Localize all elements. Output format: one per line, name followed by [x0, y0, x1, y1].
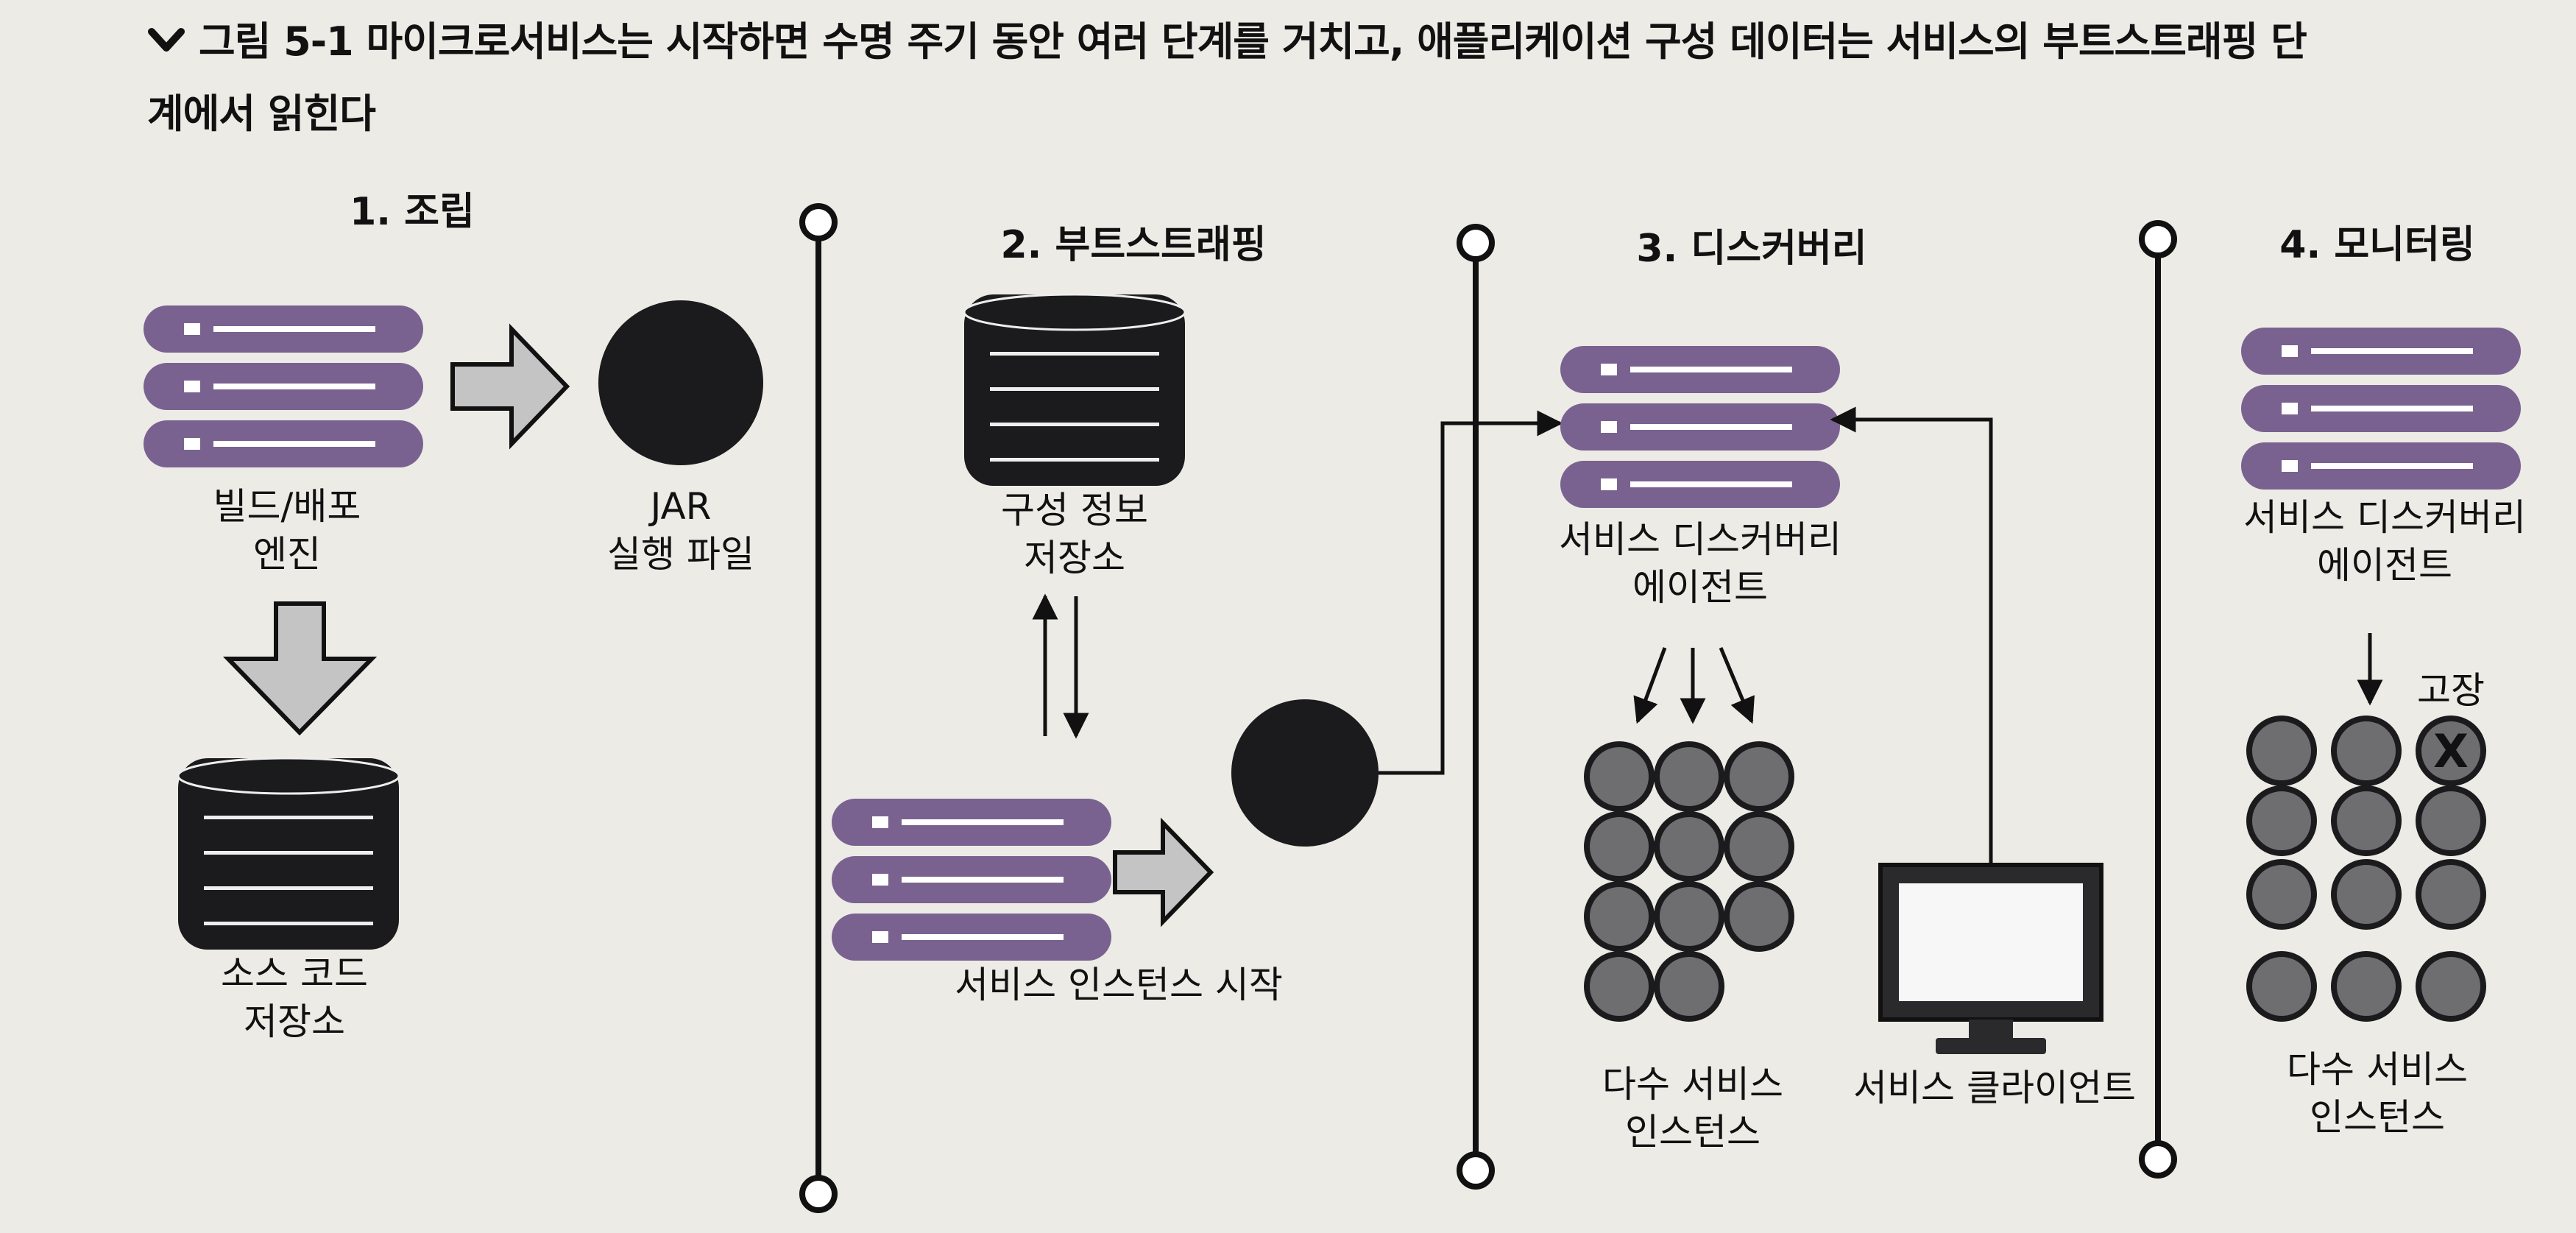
monitoring-agent-label-2: 에이전트	[2317, 544, 2452, 587]
figure-caption: 그림 5-1 마이크로서비스는 시작하면 수명 주기 동안 여러 단계를 거치고…	[147, 6, 2466, 150]
monitoring-instances-label-2: 인스턴스	[2310, 1096, 2445, 1139]
caption-line-2: 계에서 읽힌다	[147, 91, 376, 137]
discovery-instances-label-2: 인스턴스	[1625, 1111, 1761, 1153]
failure-mark: X	[2433, 724, 2469, 778]
caption-line-1: 마이크로서비스는 시작하면 수명 주기 동안 여러 단계를 거치고, 애플리케이…	[366, 18, 2307, 65]
build-engine-label-2: 엔진	[253, 533, 321, 576]
failure-label: 고장	[2417, 669, 2485, 712]
caption-prefix: 그림 5-1	[199, 18, 354, 65]
stage-title-assembly: 1. 조립	[350, 190, 475, 234]
service-start-label: 서비스 인스턴스 시작	[955, 964, 1283, 1006]
monitoring-instances-label-1: 다수 서비스	[2287, 1048, 2468, 1091]
discovery-agent-label-1: 서비스 디스커버리	[1559, 518, 1841, 561]
build-engine-server-icon	[144, 305, 423, 467]
source-repo-label-1: 소스 코드	[221, 953, 368, 995]
discovery-instances-label-1: 다수 서비스	[1602, 1063, 1783, 1106]
discovery-agent-label-2: 에이전트	[1632, 566, 1768, 609]
client-lookup-arrow	[1830, 406, 1993, 865]
phase-divider-1	[799, 203, 838, 1213]
monitoring-agent-server-icon	[2241, 328, 2521, 490]
source-repo-label-2: 저장소	[244, 1000, 345, 1043]
stage-title-monitoring: 4. 모니터링	[2279, 223, 2475, 267]
build-engine-label-1: 빌드/배포	[213, 485, 361, 528]
config-repo-database-icon	[963, 293, 1186, 487]
source-repo-database-icon	[177, 757, 400, 951]
discovery-agent-server-icon	[1560, 346, 1840, 508]
jar-label-1: JAR	[650, 485, 712, 528]
running-service-circle-icon	[1231, 699, 1379, 847]
chevron-down-icon	[147, 6, 199, 78]
assembly-right-arrow	[450, 323, 570, 450]
discovery-instances-grid	[1587, 744, 1791, 1019]
stage-title-discovery: 3. 디스커버리	[1636, 227, 1867, 271]
config-repo-label-2: 저장소	[1024, 537, 1125, 579]
service-instance-server-icon	[832, 799, 1111, 961]
phase-divider-3	[2139, 220, 2177, 1179]
monitor-icon	[1878, 863, 2103, 1054]
stage-title-bootstrapping: 2. 부트스트래핑	[1000, 223, 1267, 267]
monitoring-agent-label-1: 서비스 디스커버리	[2243, 496, 2526, 539]
phase-divider-2	[1457, 224, 1495, 1190]
config-repo-label-1: 구성 정보	[1001, 489, 1148, 531]
assembly-down-arrow	[222, 601, 378, 736]
jar-label-2: 실행 파일	[607, 533, 754, 576]
service-start-arrow	[1113, 817, 1214, 928]
agent-to-instance-arrow-1	[1633, 647, 1667, 724]
service-client-label: 서비스 클라이언트	[1853, 1067, 2136, 1109]
jar-circle-icon	[598, 300, 763, 465]
agent-to-instance-arrow-3	[1719, 647, 1755, 724]
register-arrow	[1379, 410, 1563, 775]
